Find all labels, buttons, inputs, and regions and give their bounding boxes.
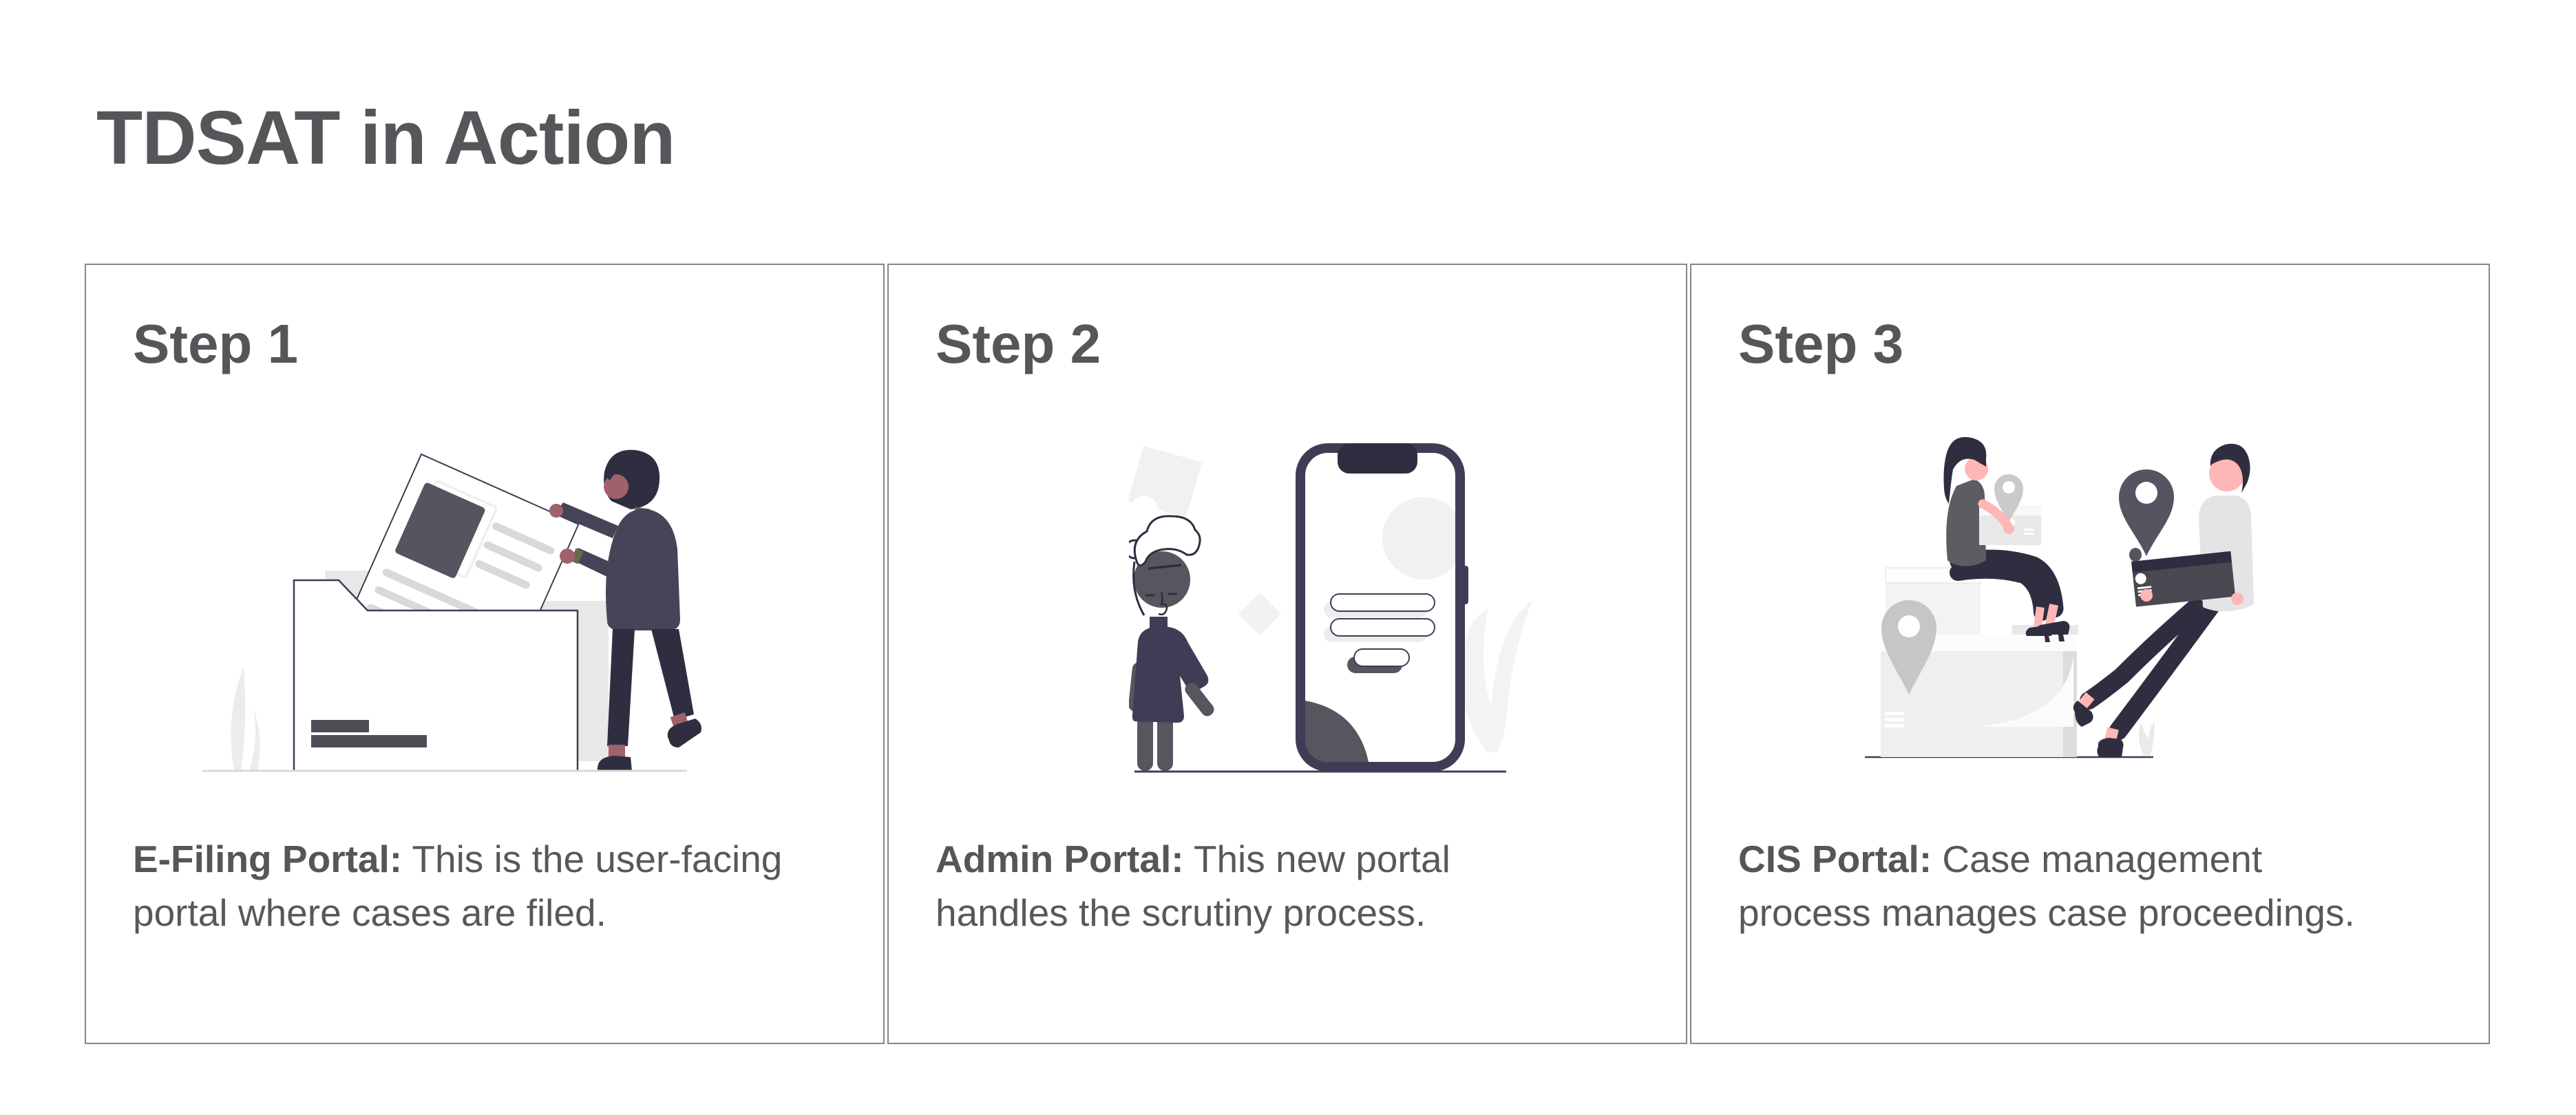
step-card-2: Step 2 bbox=[887, 264, 1687, 1044]
woman-sitting bbox=[1943, 436, 2070, 642]
person-standing bbox=[1129, 515, 1214, 771]
parcel-box bbox=[2131, 551, 2236, 607]
cis-portal-illustration bbox=[1865, 436, 2254, 758]
step-card-1: Step 1 bbox=[85, 264, 885, 1044]
step-2-lead: Admin Portal: bbox=[936, 838, 1184, 880]
smartphone-icon bbox=[1296, 443, 1468, 772]
login-field bbox=[1324, 618, 1435, 642]
phone-side-button bbox=[1462, 566, 1468, 604]
step-1-description: E-Filing Portal: This is the user-facing… bbox=[133, 832, 782, 939]
login-field bbox=[1324, 593, 1435, 617]
efiling-illustration bbox=[202, 449, 701, 772]
step-3-lead: CIS Portal: bbox=[1738, 838, 1932, 880]
step-2-description: Admin Portal: This new portal handles the… bbox=[936, 832, 1450, 939]
phone-notch bbox=[1338, 443, 1417, 474]
steps-container: Step 1 bbox=[85, 264, 2490, 1044]
step-2-line2: handles the scrutiny process. bbox=[936, 891, 1426, 934]
folder-label-bar bbox=[311, 735, 427, 747]
step-2-line1: This new portal bbox=[1183, 838, 1450, 880]
step-1-title: Step 1 bbox=[133, 313, 299, 374]
leaf-shape bbox=[2138, 721, 2155, 756]
plant-leaf-icon bbox=[231, 666, 260, 771]
location-pin-icon bbox=[2119, 469, 2174, 562]
person-filing bbox=[549, 449, 701, 771]
step-card-3: Step 3 bbox=[1690, 264, 2490, 1044]
step-1-line2: portal where cases are filed. bbox=[133, 891, 606, 934]
login-button bbox=[1347, 648, 1410, 673]
man-carrying-box bbox=[2073, 443, 2254, 757]
step-2-title: Step 2 bbox=[936, 313, 1101, 374]
location-pin-icon bbox=[1994, 474, 2023, 522]
page-title: TDSAT in Action bbox=[96, 96, 675, 180]
step-3-title: Step 3 bbox=[1738, 313, 1904, 374]
leaf-shape bbox=[1461, 600, 1532, 753]
step-3-description: CIS Portal: Case management process manag… bbox=[1738, 832, 2355, 939]
step-1-lead: E-Filing Portal: bbox=[133, 838, 403, 880]
step-3-line1: Case management bbox=[1932, 838, 2263, 880]
step-3-line2: process manages case proceedings. bbox=[1738, 891, 2355, 934]
location-pin-icon bbox=[1881, 600, 1936, 694]
step-1-line1: This is the user-facing bbox=[402, 838, 783, 880]
folder-label-bar bbox=[311, 720, 369, 732]
admin-portal-illustration bbox=[1129, 443, 1532, 773]
